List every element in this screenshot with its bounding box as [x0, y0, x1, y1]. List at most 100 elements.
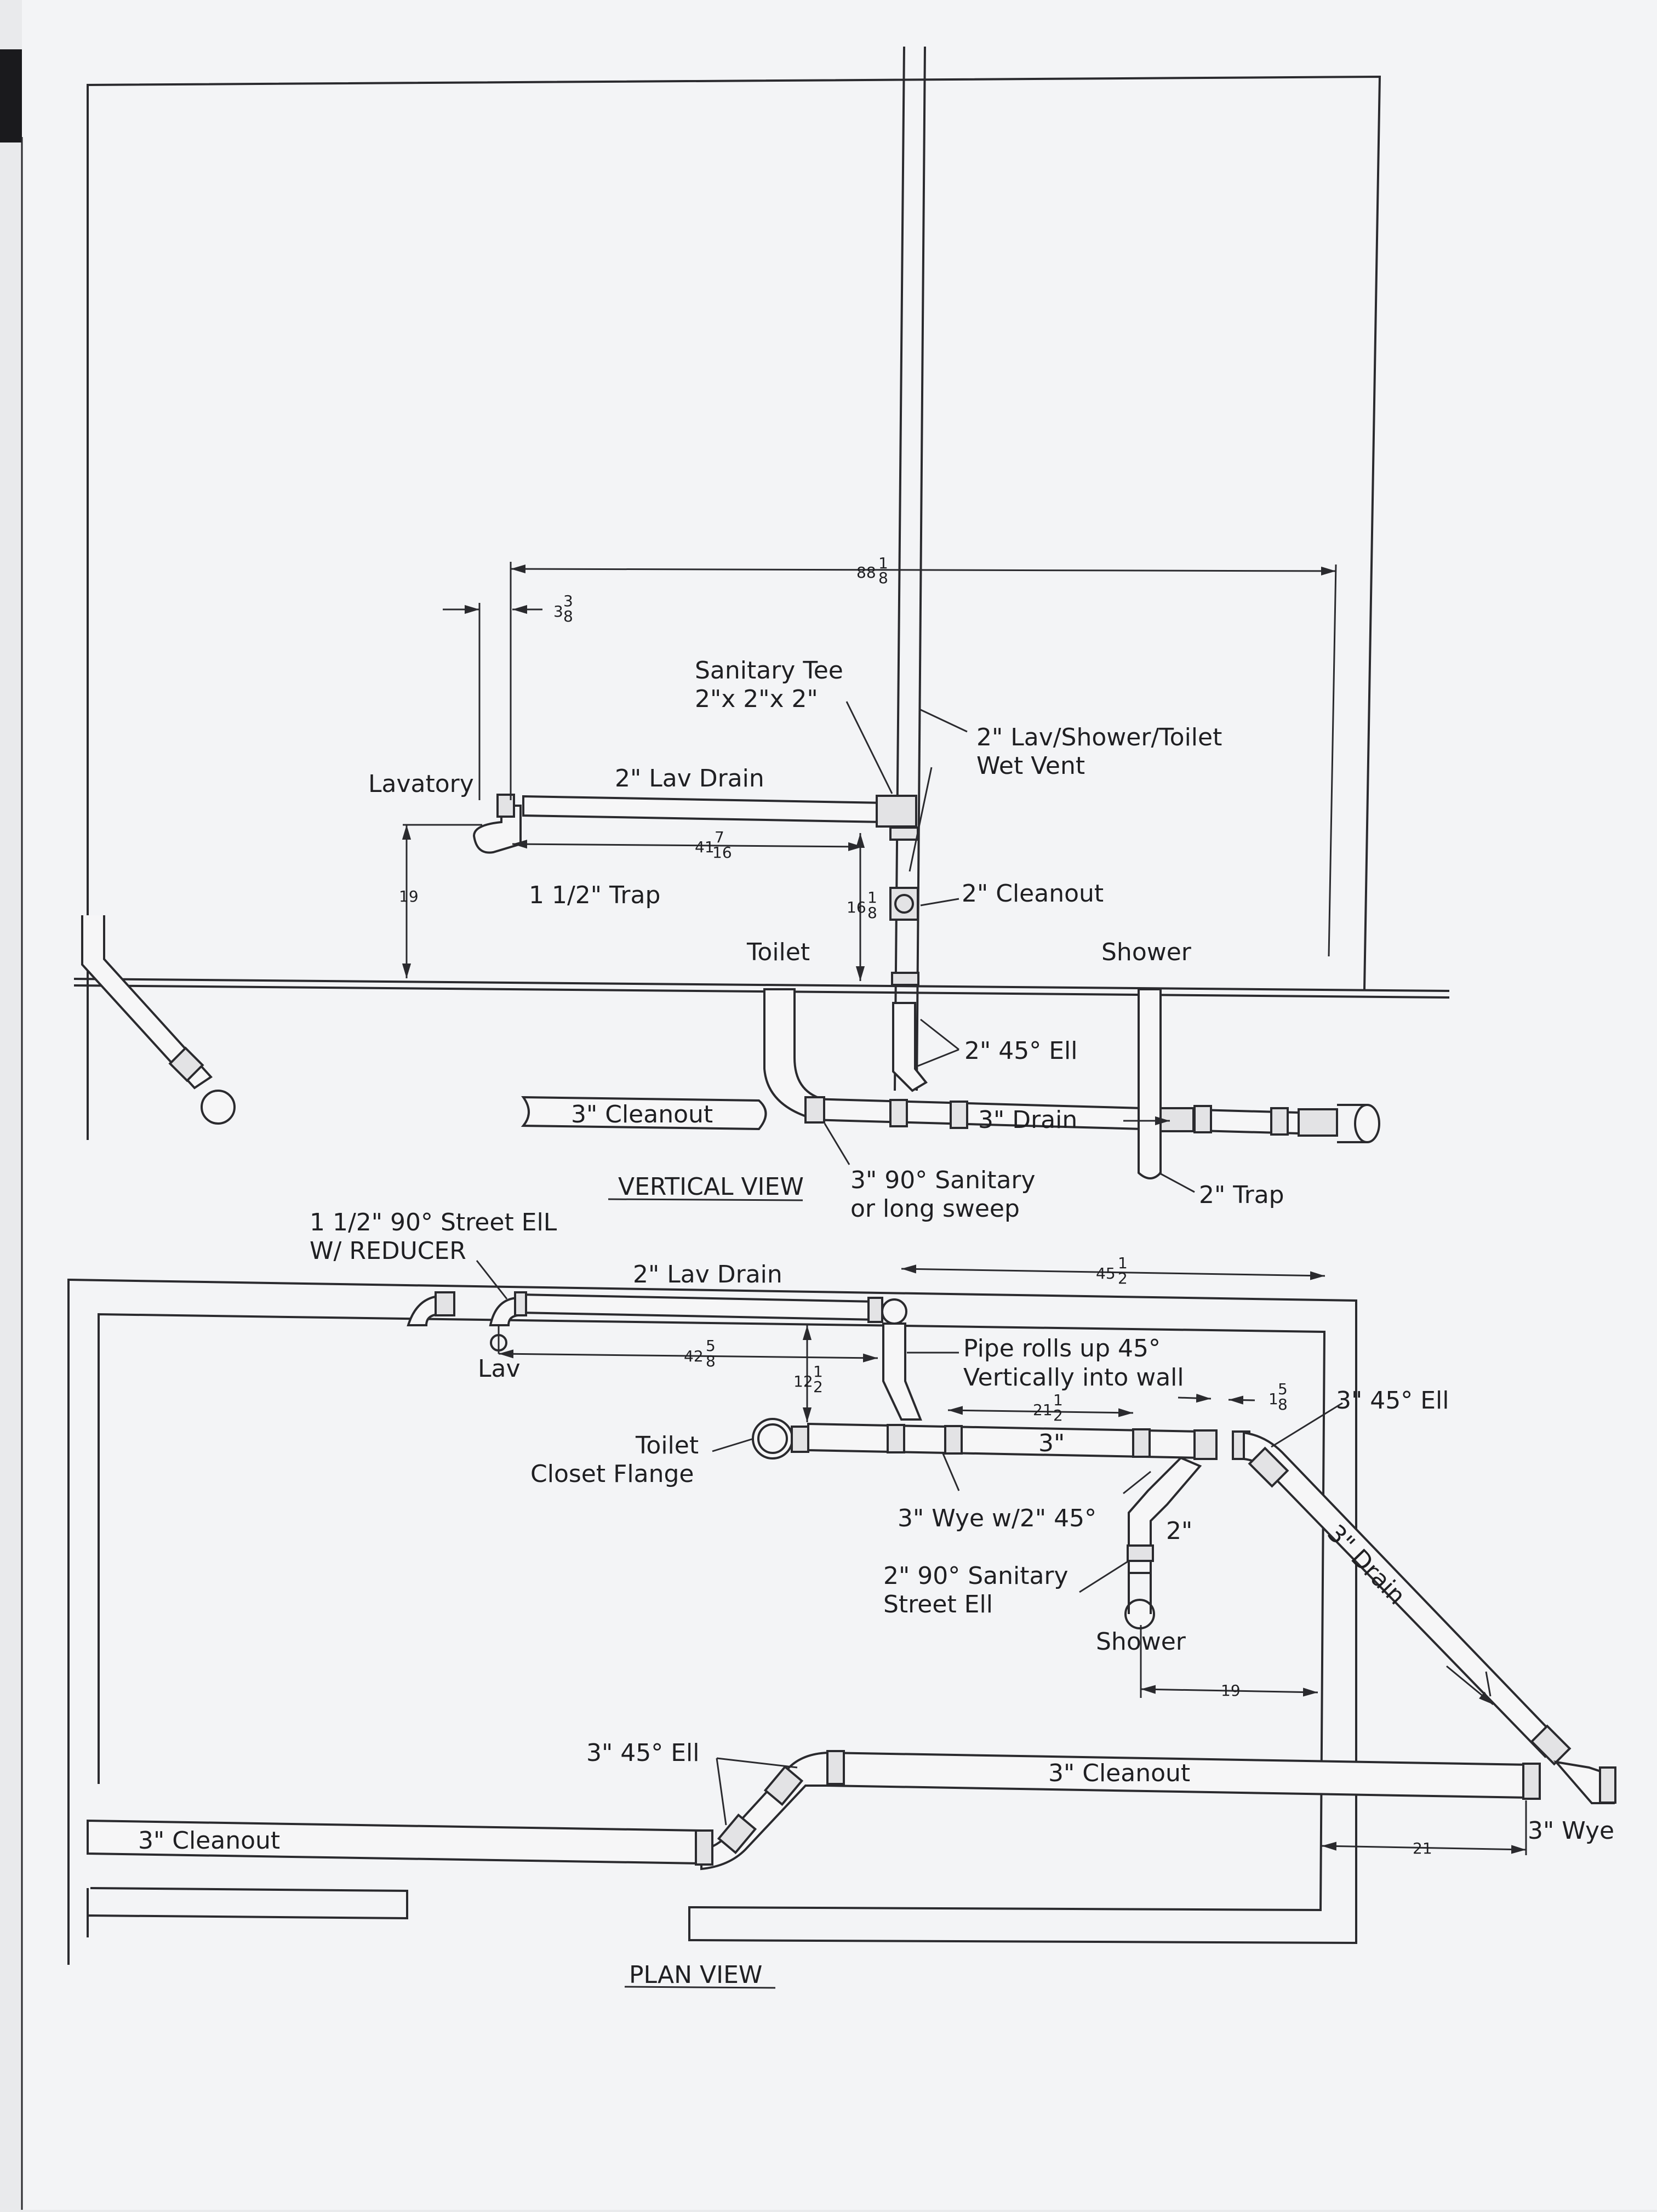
leader-toilet	[712, 1438, 754, 1452]
svg-text:2: 2	[1053, 1406, 1063, 1424]
leader-wye	[941, 1452, 960, 1491]
svg-text:88: 88	[856, 563, 876, 581]
plan-drain-flow-arrow	[1446, 1665, 1494, 1706]
label-wet-vent: 2" Lav/Shower/Toilet	[976, 723, 1222, 751]
shower-trap	[1159, 1107, 1195, 1132]
label-cleanout-top: 3" Cleanout	[1048, 1759, 1190, 1787]
label-street-ell-2: W/ REDUCER	[310, 1237, 466, 1265]
dim-42-line	[498, 1349, 878, 1362]
left-coupling	[168, 1046, 204, 1082]
leader-street-90	[1079, 1560, 1129, 1593]
svg-text:1: 1	[1053, 1391, 1063, 1409]
sweep-joint	[804, 1096, 825, 1124]
label-pipe-2: 2"	[1166, 1517, 1192, 1545]
label-rolls: Pipe rolls up 45°	[963, 1335, 1161, 1362]
leader-ell-45	[1271, 1402, 1343, 1448]
dim-21half-line	[947, 1406, 1134, 1417]
cleanout-plug	[894, 894, 914, 914]
leader-wet-vent-b	[909, 767, 933, 872]
dim-45: 45 1 2	[1096, 1254, 1128, 1287]
leader-cleanout	[920, 898, 959, 907]
dim-19: 19	[399, 887, 419, 905]
drain-end-lines	[1337, 1104, 1367, 1143]
label-sweep-2: or long sweep	[850, 1195, 1020, 1223]
dim-21-half: 21 1 2	[1033, 1391, 1063, 1424]
left-pipe-end	[201, 1090, 236, 1125]
label-trap: 1 1/2" Trap	[529, 881, 660, 909]
label-pipe-3: 3"	[1038, 1429, 1065, 1457]
cleanout-top-hub	[826, 1750, 845, 1785]
svg-text:21: 21	[1033, 1401, 1053, 1419]
label-rolls-2: Vertically into wall	[963, 1364, 1184, 1392]
ell-45-hub	[1248, 1446, 1289, 1488]
shower-drain-end	[1124, 1599, 1155, 1629]
flange-hub	[791, 1426, 809, 1453]
label-ell-45: 2" 45° Ell	[964, 1037, 1077, 1065]
svg-text:1: 1	[1269, 1390, 1278, 1408]
lav-roll-45	[882, 1322, 922, 1421]
wall-outline	[87, 75, 1381, 1140]
svg-text:1: 1	[867, 888, 877, 907]
wye-hub-1	[887, 1424, 905, 1453]
svg-text:7: 7	[715, 828, 724, 846]
svg-text:12: 12	[793, 1372, 813, 1390]
dim-41-line	[512, 840, 864, 851]
ell-hub-b	[717, 1813, 757, 1855]
dim-19-plan: 19	[1221, 1681, 1241, 1700]
dim-88-line	[510, 564, 1336, 576]
dim-21-line	[1321, 1842, 1527, 1854]
lav-ell-hub-spare	[435, 1291, 455, 1316]
leader-45-b	[917, 1048, 959, 1067]
vertical-view: Sanitary Tee 2"x 2"x 2" 2" Lav/Shower/To…	[73, 46, 1450, 1223]
leader-street-ell	[476, 1260, 508, 1299]
svg-text:2: 2	[1118, 1269, 1128, 1287]
drain-pipe-end	[1354, 1104, 1380, 1143]
label-wet-vent-2: Wet Vent	[976, 752, 1085, 780]
left-dark-edge	[0, 49, 22, 142]
svg-text:3: 3	[553, 602, 563, 620]
leader-wet-vent	[920, 709, 968, 733]
svg-text:8: 8	[706, 1352, 716, 1370]
plan-view-title: PLAN VIEW	[629, 1961, 762, 1989]
label-sanitary-tee-size: 2"x 2"x 2"	[695, 685, 818, 713]
svg-text:8: 8	[1278, 1395, 1288, 1413]
cleanout-3in-pipe	[521, 1096, 767, 1131]
dim-1-5-8: 1 5 8	[1269, 1380, 1288, 1413]
sanitary-tee	[876, 795, 917, 828]
lav-tee-hub	[867, 1297, 883, 1323]
tee-joint	[889, 826, 919, 841]
svg-text:45: 45	[1096, 1264, 1116, 1282]
ell-45-pair	[892, 1002, 928, 1092]
leader-ell-45b-a	[716, 1757, 798, 1769]
toilet-flange-inner	[757, 1423, 788, 1454]
dim-3: 3 3 8	[553, 592, 573, 625]
label-toilet: Toilet	[635, 1432, 699, 1460]
dim-88: 88 1 8	[856, 554, 888, 587]
svg-text:41: 41	[695, 838, 715, 856]
svg-text:16: 16	[712, 843, 732, 862]
dim-41: 41 7 16	[695, 828, 732, 862]
dim-16: 16 1 8	[847, 888, 877, 922]
label-street-ell: 1 1/2" 90° Street ElL	[310, 1208, 557, 1236]
wye-end-hub	[1599, 1766, 1616, 1804]
label-sanitary-tee: Sanitary Tee	[695, 657, 843, 685]
leader-45-a	[920, 1018, 959, 1051]
label-wye-w45: 3" Wye w/2" 45°	[898, 1504, 1096, 1532]
dim-1-arrow-a	[1178, 1394, 1212, 1403]
label-street-90-2: Street Ell	[883, 1590, 993, 1618]
label-drain-3: 3" Drain	[978, 1106, 1077, 1134]
drain-hub	[1270, 1107, 1289, 1136]
svg-text:3: 3	[563, 592, 573, 610]
label-shower: Shower	[1101, 938, 1192, 966]
label-wye-3: 3" Wye	[1528, 1817, 1614, 1845]
svg-text:1: 1	[878, 554, 888, 572]
floor-line-top	[73, 978, 1450, 992]
wye-hub-left	[1522, 1763, 1541, 1800]
room-outline	[67, 1278, 1357, 1965]
trunk-hub-4	[1193, 1429, 1218, 1460]
label-lav-drain: 2" Lav Drain	[615, 765, 764, 793]
leader-sweep	[824, 1123, 850, 1165]
svg-text:42: 42	[684, 1347, 704, 1365]
label-sweep: 3" 90° Sanitary	[850, 1166, 1036, 1194]
